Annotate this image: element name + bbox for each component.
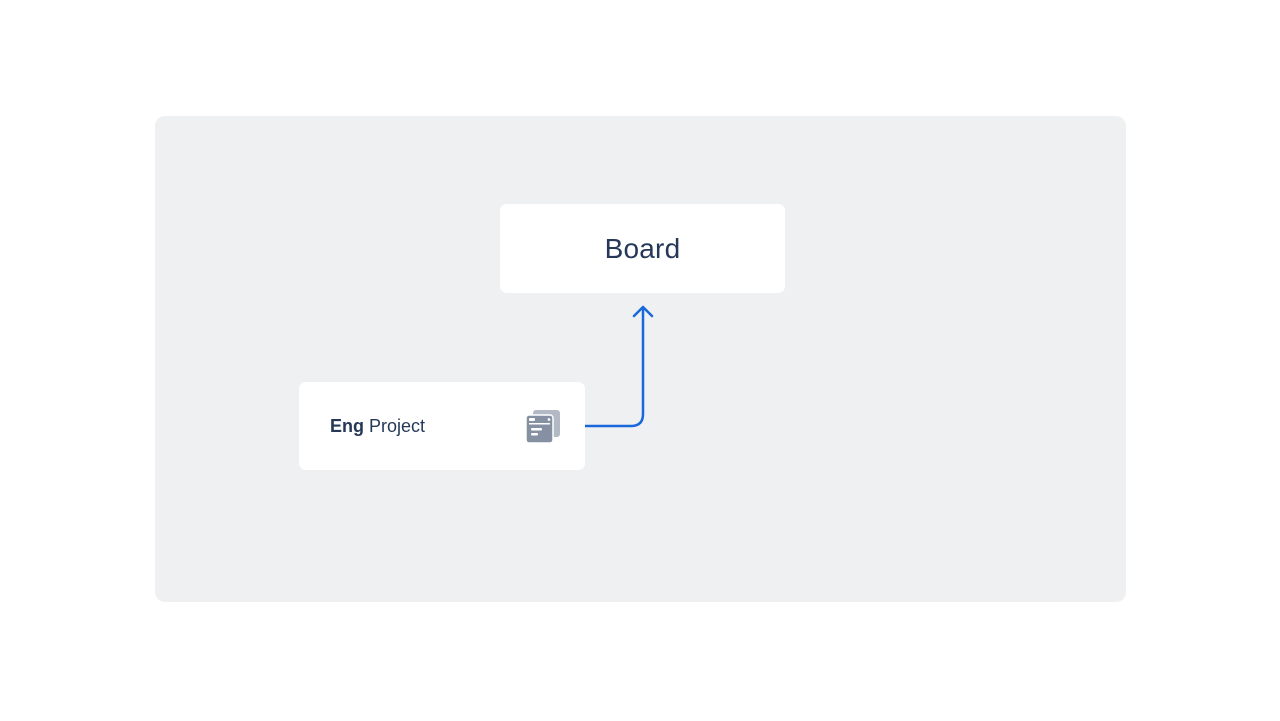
project-name-strong: Eng xyxy=(330,416,364,436)
board-node[interactable]: Board xyxy=(500,204,785,293)
project-name-rest: Project xyxy=(369,416,426,436)
project-node[interactable]: Eng Project xyxy=(299,382,585,470)
diagram-canvas xyxy=(155,116,1126,602)
board-label: Board xyxy=(604,232,681,264)
project-name: Eng Project xyxy=(330,415,425,437)
project-board-icon xyxy=(525,410,560,444)
